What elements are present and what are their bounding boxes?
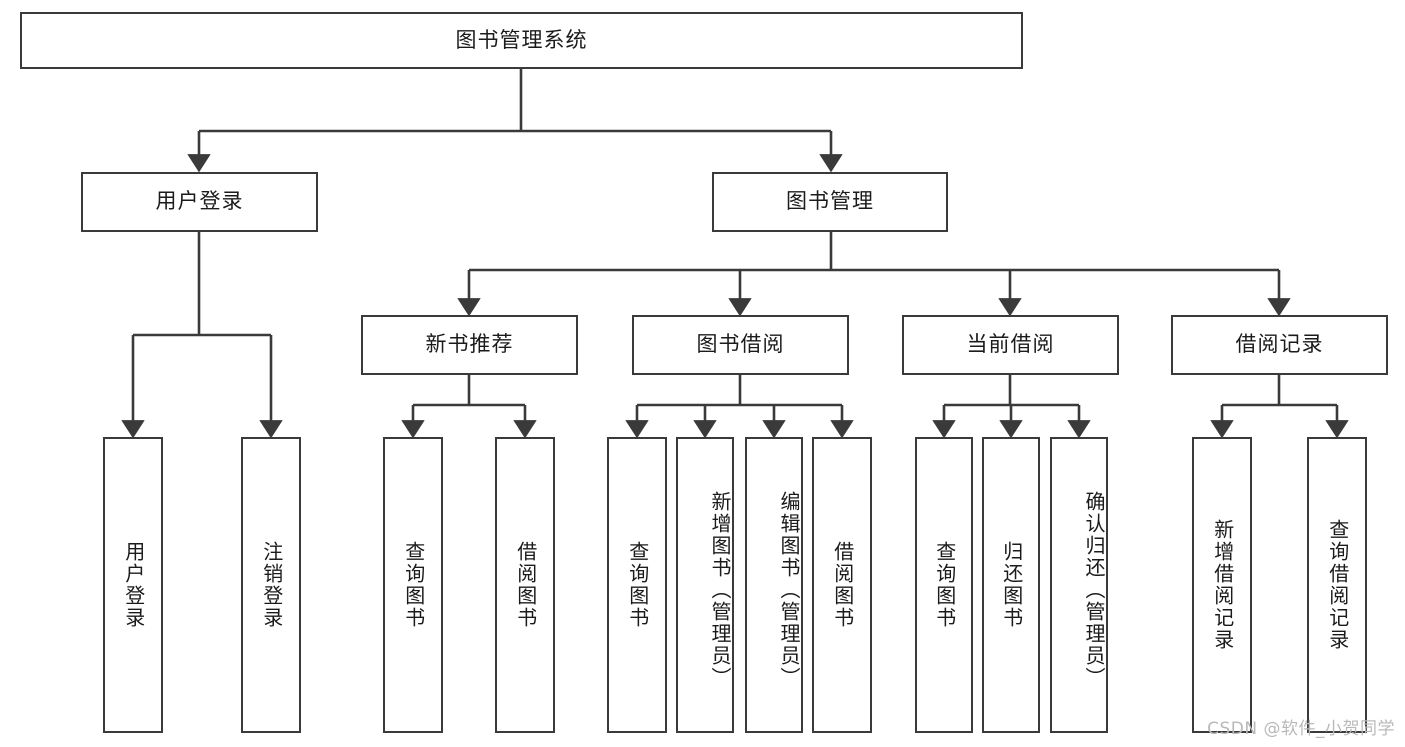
leaf-user-login-logout[interactable]: 注销登录: [241, 437, 301, 733]
node-label: 注销登录: [259, 541, 284, 629]
leaf-recommendation-borrow-books[interactable]: 借阅图书: [495, 437, 555, 733]
leaf-current-return-books[interactable]: 归还图书: [982, 437, 1040, 733]
leaf-recommendation-query-books[interactable]: 查询图书: [383, 437, 443, 733]
csdn-watermark: CSDN @软件_小贺同学: [1207, 719, 1395, 739]
node-label: 查询图书: [932, 541, 957, 629]
leaf-record-add-borrow-record[interactable]: 新增借阅记录: [1192, 437, 1252, 733]
node-label: 图书管理系统: [455, 27, 588, 52]
node-label: 用户登录: [121, 541, 146, 629]
node-label: 查询图书: [401, 541, 426, 629]
leaf-borrowing-edit-book-admin[interactable]: 编辑图书（管理员）: [745, 437, 803, 733]
node-book-borrowing[interactable]: 图书借阅: [632, 315, 849, 375]
node-label: 查询图书: [625, 541, 650, 629]
node-label: 借阅图书: [830, 541, 855, 629]
leaf-borrowing-query-books[interactable]: 查询图书: [607, 437, 667, 733]
node-user-login[interactable]: 用户登录: [81, 172, 318, 232]
leaf-borrowing-add-book-admin[interactable]: 新增图书（管理员）: [676, 437, 734, 733]
leaf-record-query-borrow-record[interactable]: 查询借阅记录: [1307, 437, 1367, 733]
node-label: 图书借阅: [696, 332, 785, 357]
node-current-borrowing[interactable]: 当前借阅: [902, 315, 1119, 375]
leaf-user-login-login[interactable]: 用户登录: [103, 437, 163, 733]
node-label: 确认归还（管理员）: [1082, 491, 1106, 689]
node-label: 新增图书（管理员）: [708, 491, 732, 689]
node-new-book-recommendation[interactable]: 新书推荐: [361, 315, 578, 375]
node-label: 查询借阅记录: [1325, 519, 1350, 651]
node-label: 借阅图书: [513, 541, 538, 629]
leaf-borrowing-borrow-books[interactable]: 借阅图书: [812, 437, 872, 733]
node-label: 编辑图书（管理员）: [777, 491, 801, 689]
leaf-current-confirm-return-admin[interactable]: 确认归还（管理员）: [1050, 437, 1108, 733]
node-label: 图书管理: [786, 189, 874, 214]
node-label: 归还图书: [999, 541, 1024, 629]
node-label: 用户登录: [155, 189, 244, 214]
node-label: 当前借阅: [966, 332, 1055, 357]
leaf-current-query-books[interactable]: 查询图书: [915, 437, 973, 733]
node-label: 新书推荐: [425, 332, 514, 357]
node-root-book-management-system[interactable]: 图书管理系统: [20, 12, 1023, 69]
node-book-management[interactable]: 图书管理: [712, 172, 948, 232]
node-label: 借阅记录: [1235, 332, 1324, 357]
node-borrowing-record[interactable]: 借阅记录: [1171, 315, 1388, 375]
node-label: 新增借阅记录: [1210, 519, 1235, 651]
